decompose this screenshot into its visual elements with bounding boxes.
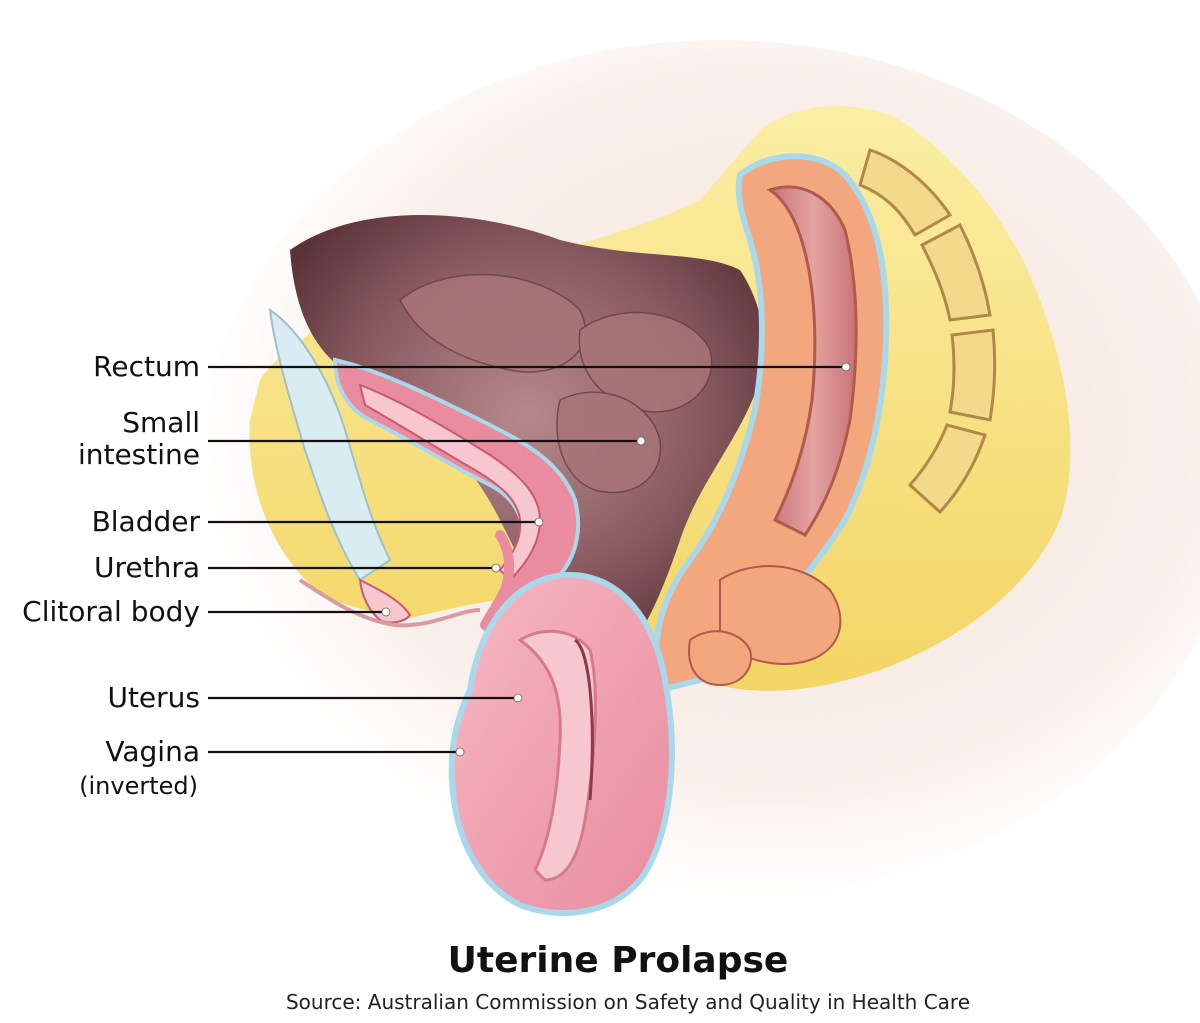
dot-vagina (455, 747, 465, 757)
rectum (653, 153, 890, 694)
prolapsed-uterus (448, 571, 675, 916)
leader-lines (208, 362, 851, 757)
label-small-intestine-line1: Small (122, 406, 200, 439)
label-clitoral-body: Clitoral body (22, 595, 200, 628)
label-uterus: Uterus (107, 681, 200, 714)
dot-urethra (491, 563, 501, 573)
label-rectum: Rectum (93, 350, 200, 383)
source-credit: Source: Australian Commission on Safety … (286, 990, 970, 1014)
label-vagina: Vagina (105, 735, 200, 768)
labels: Rectum Small intestine Bladder Urethra C… (22, 350, 200, 800)
urethra (480, 530, 515, 630)
dot-clitoral-body (381, 607, 391, 617)
dot-bladder (534, 517, 544, 527)
dot-rectum (841, 362, 851, 372)
label-vagina-note: (inverted) (79, 772, 198, 800)
sacrum-vertebrae (858, 148, 997, 515)
diagram-title: Uterine Prolapse (448, 940, 789, 981)
anal-sphincter (688, 565, 842, 687)
perineum-skin (298, 578, 481, 628)
label-bladder: Bladder (92, 505, 201, 538)
dot-small-intestine (636, 436, 646, 446)
label-small-intestine-line2: intestine (78, 438, 200, 471)
dot-uterus (513, 693, 523, 703)
pubic-bone (268, 307, 392, 582)
label-urethra: Urethra (94, 551, 200, 584)
small-intestine-loops (399, 273, 713, 494)
